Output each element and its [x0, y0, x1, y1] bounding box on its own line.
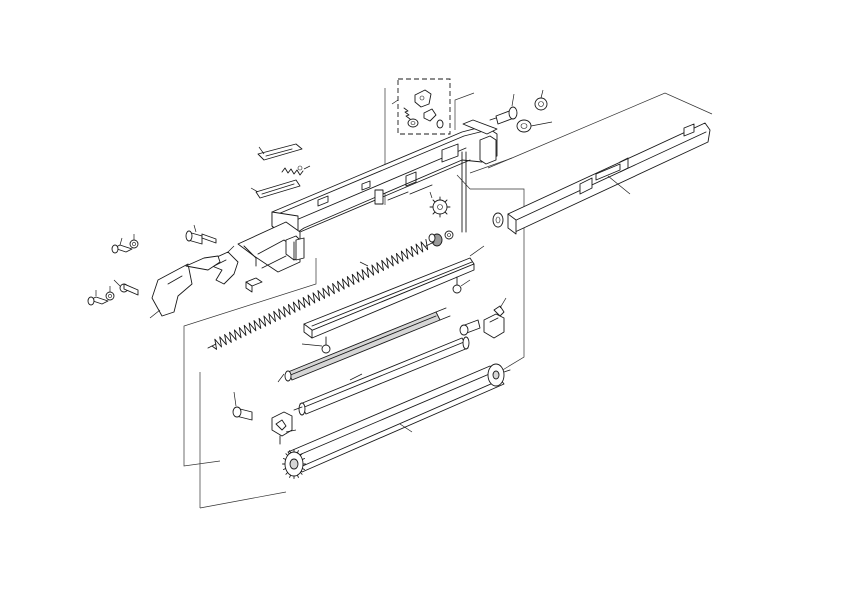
- guide-rail: [303, 245, 485, 339]
- lower-clamp-plate: [250, 179, 301, 199]
- left-bearing-bracket: [271, 411, 297, 445]
- shoulder-screw: [489, 93, 518, 125]
- roller-drive-gear: [282, 449, 306, 479]
- group-frame-lines: [183, 88, 713, 509]
- middle-roller: [293, 336, 470, 416]
- lever-bracket: [149, 255, 221, 319]
- bushing: [516, 119, 553, 133]
- small-clip: [245, 277, 263, 293]
- right-shoulder-screw: [459, 319, 481, 336]
- pressure-roller-shaft: [277, 307, 451, 383]
- screw-washer-set-middle: [113, 279, 139, 296]
- detail-spring: [403, 107, 411, 120]
- e-ring: [444, 230, 454, 240]
- rail-screw-right: [452, 276, 471, 294]
- detail-box: [391, 78, 451, 135]
- rail-screw-left: [301, 336, 331, 354]
- drive-gear: [429, 191, 451, 218]
- upper-clamp-plate: [257, 143, 303, 161]
- screw-washer-set-upper: [111, 234, 139, 254]
- pin-screw: [185, 224, 217, 245]
- top-cover: [492, 122, 711, 235]
- screw-washer-set-lower: [87, 286, 115, 306]
- detail-washer: [407, 118, 419, 128]
- left-shoulder-screw: [232, 391, 253, 421]
- gear-nut: [534, 89, 548, 111]
- detail-pin: [436, 119, 444, 129]
- upper-spring: [281, 165, 311, 176]
- detail-bracket: [414, 89, 437, 122]
- main-frame: [237, 119, 498, 273]
- right-bearing-bracket: [483, 297, 507, 339]
- collar-gear: [428, 233, 443, 247]
- coil-spring: [207, 239, 435, 350]
- main-roller: [287, 363, 511, 473]
